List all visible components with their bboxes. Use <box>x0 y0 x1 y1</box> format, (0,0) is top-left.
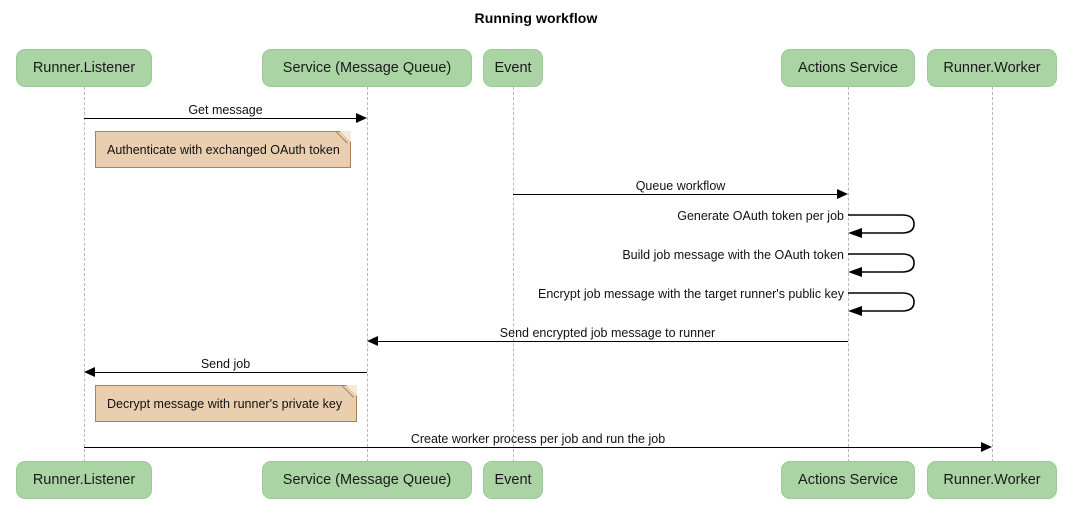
message-label-generate-oauth-token: Generate OAuth token per job <box>677 209 844 223</box>
participant-label: Actions Service <box>798 60 898 76</box>
participant-label: Event <box>494 60 532 76</box>
self-loop-generate-oauth-token <box>846 208 924 242</box>
self-loop-encrypt-job-message <box>846 286 924 320</box>
participant-label: Runner.Worker <box>943 60 1041 76</box>
note-decrypt: Decrypt message with runner's private ke… <box>95 385 357 422</box>
participant-runner-worker-bottom[interactable]: Runner.Worker <box>927 461 1057 499</box>
message-label-send-encrypted-job-message: Send encrypted job message to runner <box>499 326 716 340</box>
arrowhead-left-send-job <box>84 367 95 377</box>
message-label-build-job-message: Build job message with the OAuth token <box>622 248 844 262</box>
message-label-encrypt-job-message: Encrypt job message with the target runn… <box>537 287 844 301</box>
lifeline-service-message-queue <box>367 87 368 462</box>
lifeline-runner-listener <box>84 87 85 462</box>
note-text: Authenticate with exchanged OAuth token <box>107 142 340 157</box>
message-label-get-message: Get message <box>188 103 263 117</box>
participant-label: Event <box>494 472 532 488</box>
participant-runner-listener-bottom[interactable]: Runner.Listener <box>16 461 152 499</box>
participant-label: Runner.Worker <box>943 472 1041 488</box>
participant-actions-service-bottom[interactable]: Actions Service <box>781 461 915 499</box>
message-label-queue-workflow: Queue workflow <box>635 179 726 193</box>
participant-actions-service-top[interactable]: Actions Service <box>781 49 915 87</box>
participant-label: Runner.Listener <box>32 472 136 488</box>
self-loop-build-job-message <box>846 247 924 281</box>
participant-runner-listener-top[interactable]: Runner.Listener <box>16 49 152 87</box>
lifeline-event <box>513 87 514 462</box>
message-label-send-job: Send job <box>200 357 251 371</box>
arrowhead-right-get-message <box>356 113 367 123</box>
participant-label: Actions Service <box>798 472 898 488</box>
message-line-queue-workflow <box>513 194 837 195</box>
arrowhead-right-queue-workflow <box>837 189 848 199</box>
participant-label: Service (Message Queue) <box>282 472 452 488</box>
lifeline-actions-service <box>848 87 849 462</box>
note-fold-icon <box>340 131 351 142</box>
lifeline-runner-worker <box>992 87 993 462</box>
participant-service-message-queue-top[interactable]: Service (Message Queue) <box>262 49 472 87</box>
note-text: Decrypt message with runner's private ke… <box>107 396 343 411</box>
arrowhead-left-send-encrypted-job-message <box>367 336 378 346</box>
message-line-send-job <box>95 372 367 373</box>
participant-event-bottom[interactable]: Event <box>483 461 543 499</box>
page-title: Running workflow <box>474 10 598 26</box>
message-line-get-message <box>84 118 356 119</box>
arrowhead-right-create-worker-process <box>981 442 992 452</box>
participant-service-message-queue-bottom[interactable]: Service (Message Queue) <box>262 461 472 499</box>
note-authenticate: Authenticate with exchanged OAuth token <box>95 131 351 168</box>
participant-label: Service (Message Queue) <box>282 60 452 76</box>
participant-label: Runner.Listener <box>32 60 136 76</box>
message-line-create-worker-process <box>84 447 981 448</box>
participant-event-top[interactable]: Event <box>483 49 543 87</box>
note-fold-icon <box>346 385 357 396</box>
participant-runner-worker-top[interactable]: Runner.Worker <box>927 49 1057 87</box>
message-label-create-worker-process: Create worker process per job and run th… <box>410 432 666 446</box>
message-line-send-encrypted-job-message <box>378 341 848 342</box>
